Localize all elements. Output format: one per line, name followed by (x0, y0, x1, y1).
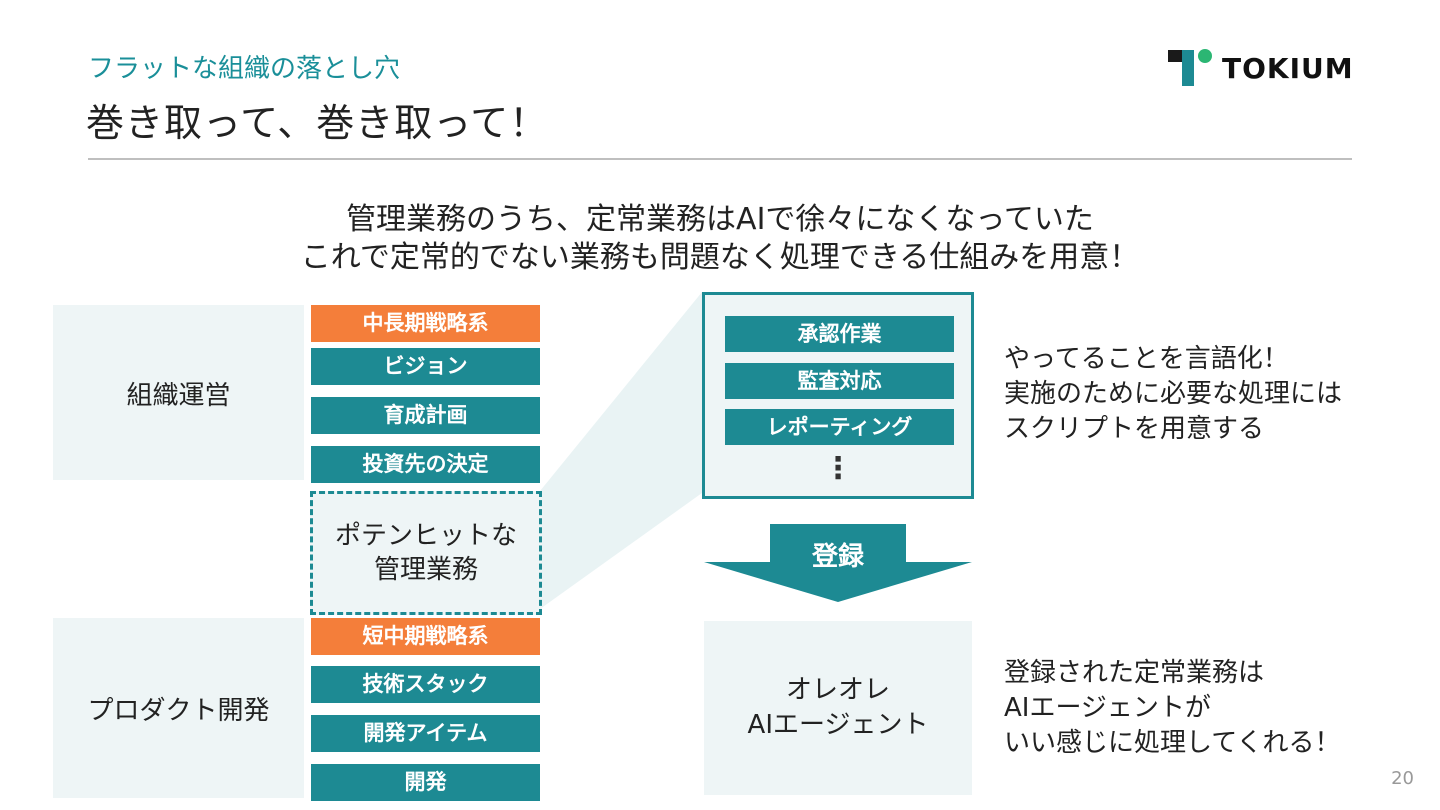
tag-vision: ビジョン (311, 348, 540, 385)
verbalize-note: やってることを言語化！ 実施のために必要な処理には スクリプトを用意する (1004, 342, 1342, 447)
detail-item-approval: 承認作業 (725, 316, 954, 352)
logo-wordmark: TOKIUM (1222, 52, 1354, 85)
agent-note-line-3: いい感じに処理してくれる！ (1004, 728, 1341, 758)
headline-line-2: これで定常的でない業務も問題なく処理できる仕組みを用意！ (300, 240, 1140, 275)
tokium-logo: TOKIUM (1168, 48, 1358, 88)
detail-item-audit: 監査対応 (725, 363, 954, 399)
verbalize-note-line-3: スクリプトを用意する (1004, 414, 1265, 444)
agent-note: 登録された定常業務は AIエージェントが いい感じに処理してくれる！ (1004, 656, 1340, 761)
potential-task-line-2: 管理業務 (373, 555, 478, 585)
tokium-logo-mark-icon (1168, 49, 1212, 86)
detail-item-reporting: レポーティング (725, 409, 954, 445)
more-items-ellipsis-icon: ⋮ (823, 451, 853, 486)
ai-agent-box: オレオレ AIエージェント (704, 621, 972, 795)
agent-note-line-2: AIエージェントが (1004, 693, 1211, 723)
product-development-panel: プロダクト開発 (53, 618, 304, 798)
org-management-panel: 組織運営 (53, 305, 304, 480)
page-number: 20 (1391, 768, 1414, 789)
slide-title: 巻き取って、巻き取って！ (86, 101, 549, 145)
verbalize-note-line-2: 実施のために必要な処理には (1004, 379, 1343, 409)
verbalize-note-line-1: やってることを言語化！ (1004, 344, 1289, 374)
tag-training-plan: 育成計画 (311, 397, 540, 434)
org-management-label: 組織運営 (126, 381, 231, 411)
ai-agent-line-1: オレオレ (785, 675, 890, 705)
tag-product-strategy: 短中期戦略系 (311, 618, 540, 655)
tag-tech-stack: 技術スタック (311, 666, 540, 703)
tag-dev-items: 開発アイテム (311, 715, 540, 752)
potential-task-line-1: ポテンヒットな (334, 521, 517, 551)
tag-org-strategy: 中長期戦略系 (311, 305, 540, 342)
title-divider (88, 158, 1352, 160)
product-development-label: プロダクト開発 (87, 696, 270, 726)
agent-note-line-1: 登録された定常業務は (1004, 658, 1265, 688)
register-arrow-label: 登録 (811, 542, 864, 572)
routine-task-detail-box: 承認作業 監査対応 レポーティング ⋮ (702, 292, 974, 499)
slide-subtitle: フラットな組織の落とし穴 (88, 54, 401, 84)
ai-agent-line-2: AIエージェント (747, 710, 929, 740)
register-down-arrow-icon (704, 524, 972, 602)
tag-investment-decision: 投資先の決定 (311, 446, 540, 483)
tag-development: 開発 (311, 764, 540, 801)
potential-task-box: ポテンヒットな 管理業務 (310, 491, 542, 615)
headline-line-1: 管理業務のうち、定常業務はAIで徐々になくなっていた (346, 202, 1094, 237)
